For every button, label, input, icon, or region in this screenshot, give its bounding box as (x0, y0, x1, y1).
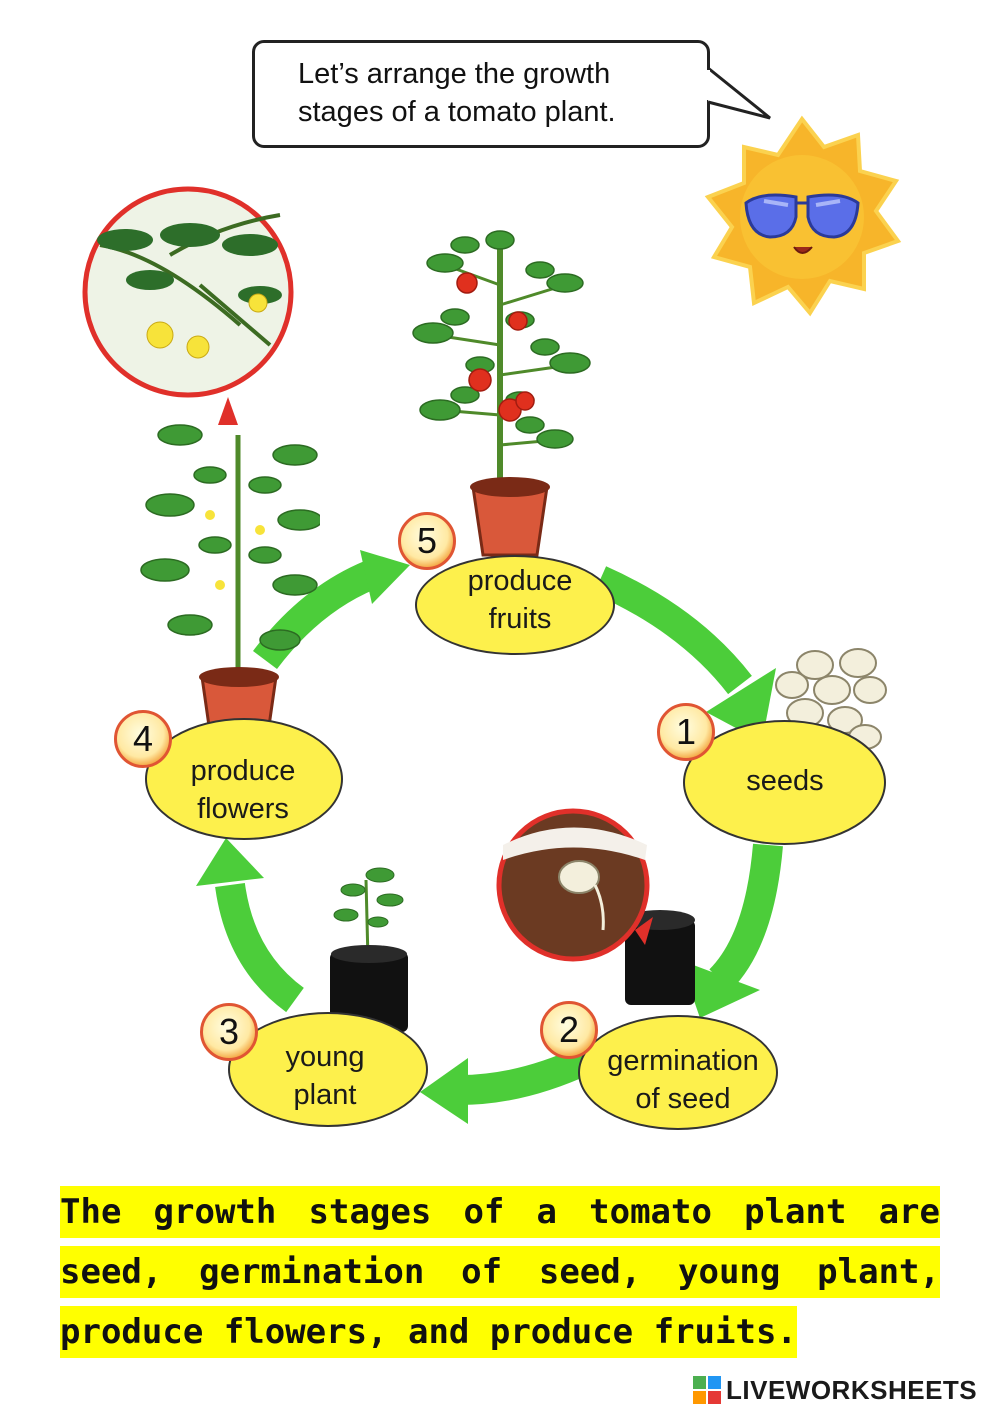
speech-bubble (252, 40, 710, 148)
stage-number-5: 5 (398, 512, 456, 570)
stage-oval-5 (415, 555, 615, 655)
stage-number-1: 1 (657, 703, 715, 761)
stage-label-2: germination of seed (588, 1042, 778, 1118)
tomato-plant-fruits-image (412, 230, 591, 557)
stage-3-line-1: young (285, 1041, 365, 1073)
stage-label-3: young plant (250, 1038, 400, 1114)
summary-highlighted: The growth stages of a tomato plant are … (60, 1186, 940, 1358)
summary-text: The growth stages of a tomato plant are … (60, 1182, 940, 1362)
sun-icon (704, 115, 902, 317)
stage-oval-3 (228, 1012, 428, 1127)
arrow-3-to-4 (215, 882, 305, 1013)
speech-line-2: stages of a tomato plant. (298, 96, 616, 128)
stage-label-4: produce flowers (168, 752, 318, 828)
arrow-5-to-1 (593, 566, 752, 695)
speech-bubble-tail (700, 66, 771, 120)
stage-number-2: 2 (540, 1001, 598, 1059)
stage-2-line-1: germination (607, 1045, 759, 1077)
soil-bag (625, 920, 695, 1005)
stage-5-line-1: produce (467, 565, 573, 597)
arrowhead-3 (420, 1058, 468, 1124)
stage-number-4: 4 (114, 710, 172, 768)
stage-2-line-2: of seed (635, 1083, 731, 1115)
arrowhead-4 (196, 838, 264, 886)
tomato-plant-flowers-image (82, 186, 320, 749)
stage-label-5: produce fruits (445, 562, 595, 638)
brand-name: LIVEWORKSHEETS (726, 1374, 978, 1405)
arrow-1-to-2 (709, 843, 783, 991)
speech-line-1: Let’s arrange the growth (298, 58, 611, 90)
arrow-2-to-3 (459, 1046, 592, 1105)
stage-4-line-1: produce (190, 755, 296, 787)
stage-4-line-2: flowers (197, 793, 289, 825)
brand-footer: LIVEWORKSHEETS (692, 1375, 977, 1405)
speech-text: Let’s arrange the growth stages of a tom… (298, 55, 698, 131)
stage-number-3: 3 (200, 1003, 258, 1061)
stage-5-line-2: fruits (488, 603, 552, 635)
arrowhead-2 (680, 960, 760, 1018)
stage-oval-1 (683, 720, 886, 845)
tomato-seeds-image (775, 648, 887, 750)
young-plant-image (330, 867, 408, 1032)
arrowhead-5 (360, 550, 410, 604)
stage-1-line-1: seeds (746, 765, 824, 797)
liveworksheets-logo-icon (693, 1376, 721, 1404)
stage-label-1: seeds (710, 762, 860, 800)
stage-oval-4 (145, 718, 343, 840)
germination-image (496, 808, 695, 1005)
stage-3-line-2: plant (293, 1079, 357, 1111)
stage-oval-2 (578, 1015, 778, 1130)
